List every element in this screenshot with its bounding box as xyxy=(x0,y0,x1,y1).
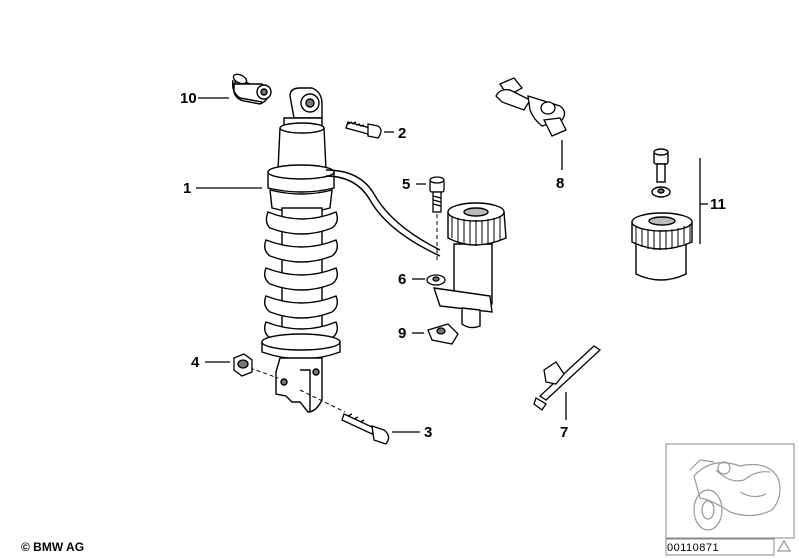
callout-3: 3 xyxy=(424,424,432,441)
part-4-nut[interactable] xyxy=(233,353,253,377)
assembly-line-3 xyxy=(299,389,346,413)
assembly-line-4 xyxy=(249,367,279,379)
part-3-bolt[interactable] xyxy=(341,413,390,445)
part-1-shock-absorber[interactable] xyxy=(261,87,341,413)
thumbnail-overview xyxy=(665,443,795,539)
part-9-bracket[interactable] xyxy=(427,323,459,345)
motorcycle-thumbnail-icon xyxy=(689,459,781,531)
callout-8: 8 xyxy=(556,175,564,192)
callout-10: 10 xyxy=(180,90,197,107)
callout-11: 11 xyxy=(710,196,726,213)
preload-adjuster[interactable] xyxy=(432,202,507,329)
part-11-adjuster-knob[interactable] xyxy=(631,148,693,281)
part-10-bushing[interactable] xyxy=(231,72,272,105)
part-6-washer[interactable] xyxy=(426,274,446,286)
part-2-bolt[interactable] xyxy=(345,121,382,139)
triangle-marker-icon xyxy=(777,540,791,552)
part-8-hose-clip[interactable] xyxy=(495,77,567,137)
callout-6: 6 xyxy=(398,271,406,288)
part-7-cable-tie[interactable] xyxy=(533,345,602,411)
hydraulic-hose-outline xyxy=(325,175,441,257)
callout-4: 4 xyxy=(191,354,200,371)
callout-9: 9 xyxy=(398,325,406,342)
diagram-number: 00110871 xyxy=(667,542,720,554)
diagram-number-box xyxy=(665,538,775,556)
callout-1: 1 xyxy=(183,180,191,197)
hydraulic-hose xyxy=(325,169,441,251)
callout-5: 5 xyxy=(402,176,410,193)
copyright-text: © BMW AG xyxy=(21,540,85,554)
callout-2: 2 xyxy=(398,125,406,142)
part-5-cap-screw[interactable] xyxy=(429,176,445,213)
callout-7: 7 xyxy=(560,424,568,441)
